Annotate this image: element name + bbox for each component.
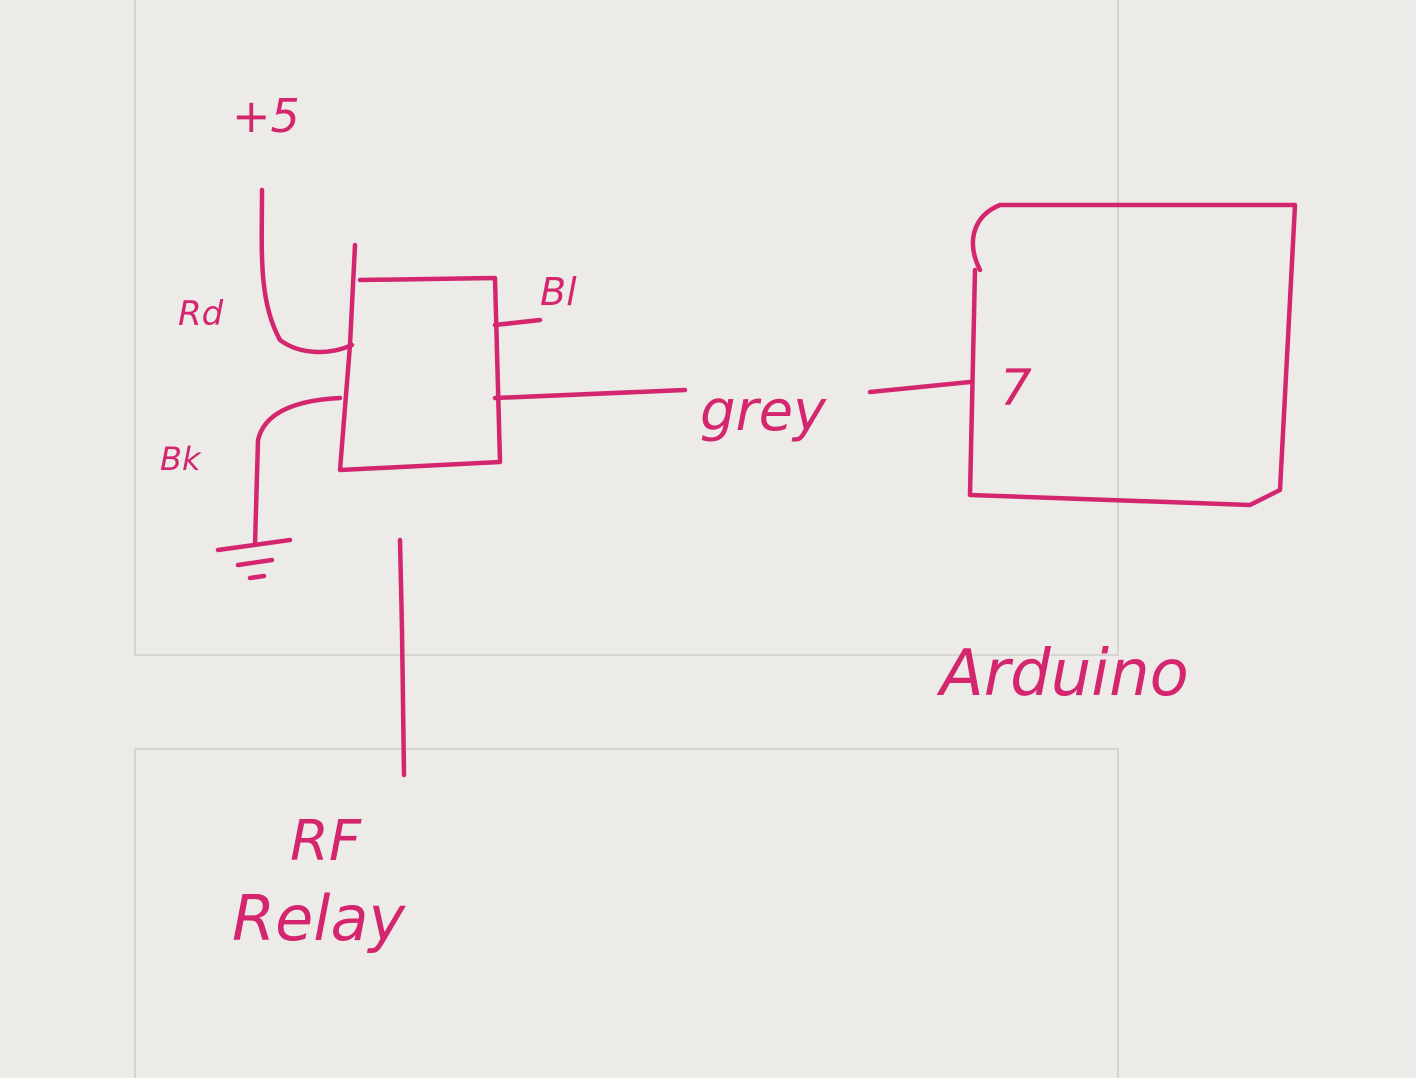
blue-wire-label: Bl [540, 270, 577, 314]
black-wire [252, 395, 343, 548]
relay-label-line2: Relay [232, 882, 406, 955]
red-wire [259, 187, 355, 355]
red-wire-label: Rd [178, 294, 224, 334]
arduino-box [967, 202, 1298, 508]
grey-wire-right [867, 379, 973, 395]
page-frame-bottom [134, 748, 1119, 1078]
grey-wire-left [492, 387, 688, 401]
pin-label: 7 [1000, 359, 1032, 417]
drawing [215, 187, 1298, 778]
supply-label: +5 [232, 89, 300, 143]
ground-symbol [215, 537, 293, 581]
relay-module-box [337, 242, 503, 473]
labels: +5 Rd Bk Bl grey 7 Arduino RF Relay [160, 89, 1189, 955]
grey-wire-label: grey [700, 379, 827, 444]
arduino-label: Arduino [936, 637, 1189, 711]
blue-wire [492, 317, 543, 328]
black-wire-label: Bk [160, 440, 202, 478]
relay-label-line1: RF [290, 809, 362, 874]
page-frame-top [134, 0, 1119, 656]
antenna-wire [397, 537, 407, 778]
